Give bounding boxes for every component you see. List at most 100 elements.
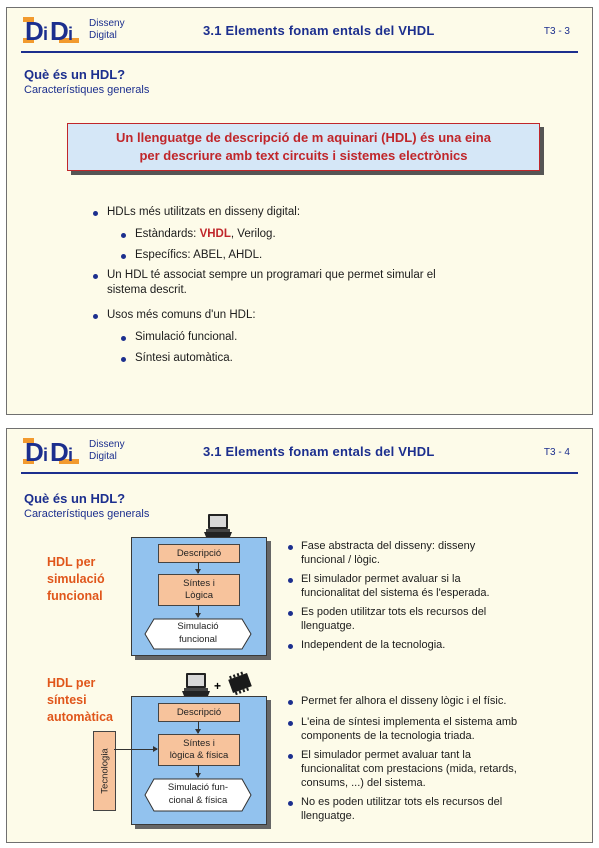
bullet-dot-icon <box>121 336 126 341</box>
bullet-line: Fase abstracta del disseny: disseny <box>301 540 476 552</box>
bullet-line: Es poden utilitzar tots els recursos del <box>301 606 487 618</box>
label-line: HDL per <box>47 676 96 690</box>
bullet-line: sistema descrit. <box>107 284 187 296</box>
section-title: Què és un HDL? <box>24 67 126 82</box>
bullet-text: Es poden utilitzar tots els recursos del… <box>301 605 486 633</box>
computer-icon <box>182 673 210 696</box>
logo-text: Disseny Digital <box>89 18 125 42</box>
header-title: 3.1 Elements fonam entals del VHDL <box>203 23 435 38</box>
bullet-text: Usos més comuns d'un HDL: <box>107 309 256 321</box>
logo-line-2: Digital <box>89 451 117 462</box>
bullet-text: Síntesi automàtica. <box>135 352 233 364</box>
didi-logo-icon: D i D i <box>23 16 79 44</box>
plus-sign: + <box>214 679 222 693</box>
logo-line-2: Digital <box>89 30 117 41</box>
stage-line: Síntes i <box>183 578 215 589</box>
stage-line: Simulació fun- <box>167 782 229 793</box>
header-title: 3.1 Elements fonam entals del VHDL <box>203 444 435 459</box>
label-line: síntesi <box>47 693 87 707</box>
stage-logic-physical-synthesis: Síntes i lògica & física <box>158 734 240 766</box>
flow-arrow <box>195 605 201 618</box>
bullet-dot-icon <box>288 754 293 759</box>
bullet-line: L'eina de síntesi implementa el sistema … <box>301 716 518 728</box>
flow-arrow <box>195 721 201 734</box>
svg-text:i: i <box>68 24 73 44</box>
svg-text:D: D <box>25 437 44 465</box>
bullet-line: consums, ...) del sistema. <box>301 777 426 789</box>
technology-box: Tecnologia <box>93 731 116 811</box>
bullet-line: llenguatge. <box>301 620 355 632</box>
svg-text:D: D <box>25 16 44 44</box>
bullet-text-part: Estàndards: <box>135 228 200 240</box>
bullet-text: El simulador permet avaluar tant la funci… <box>301 748 517 790</box>
simulation-hexagon-text: Simulació funcional <box>144 620 252 648</box>
page-number: T3 - 4 <box>543 447 570 458</box>
svg-text:i: i <box>68 445 73 465</box>
slide-t3-4: D i D i Disseny Digital 3.1 Elements fon… <box>6 428 593 843</box>
label-hdl-simulation: HDL per simulació funcional <box>47 554 105 605</box>
stage-line: Síntes i <box>183 738 215 749</box>
simulation-hexagon <box>144 778 252 812</box>
label-line: automàtica <box>47 710 113 724</box>
stage-description: Descripció <box>158 703 240 722</box>
label-line: funcional <box>47 589 103 603</box>
logo-text: Disseny Digital <box>89 439 125 463</box>
stage-line: Simulació <box>177 621 219 632</box>
svg-text:D: D <box>50 437 69 465</box>
bullet-line: Un HDL té associat sempre un programari … <box>107 269 436 281</box>
bullet-dot-icon <box>288 700 293 705</box>
stage-logic-synthesis: Síntes i Lògica <box>158 574 240 606</box>
stage-line: funcional <box>178 634 218 645</box>
page-number: T3 - 3 <box>543 26 570 37</box>
section-subtitle: Característiques generals <box>24 84 150 96</box>
bullet-dot-icon <box>288 801 293 806</box>
stage-line: lògica & física <box>169 750 229 761</box>
technology-label: Tecnologia <box>99 748 110 794</box>
header-divider <box>21 472 578 474</box>
didi-logo-icon: D i D i <box>23 437 79 465</box>
flow-arrow <box>195 765 201 778</box>
bullet-line: funcionalitat com prestacions (mida, ret… <box>301 763 517 775</box>
bullet-line: funcionalitat del sistema és l'esperada. <box>301 587 490 599</box>
stage-description: Descripció <box>158 544 240 563</box>
synthesis-flow-panel: Descripció Síntes i lògica & física Simu… <box>131 696 267 825</box>
callout-line-2: per descriure amb text circuits i sistem… <box>139 148 468 163</box>
slide-header: D i D i Disseny Digital 3.1 Elements fon… <box>7 429 592 474</box>
bullet-text: Independent de la tecnologia. <box>301 639 446 651</box>
definition-callout: Un llenguatge de descripció de m aquinar… <box>67 123 540 171</box>
bullet-text: No es poden utilitzar tots els recursos … <box>301 795 502 823</box>
bullet-dot-icon <box>121 233 126 238</box>
bullet-text: Específics: ABEL, AHDL. <box>135 249 263 261</box>
bullet-line: llenguatge. <box>301 810 355 822</box>
section-title: Què és un HDL? <box>24 491 126 506</box>
bullet-line: El simulador permet avaluar si la <box>301 573 461 585</box>
stage-line: cional & física <box>168 795 228 806</box>
connector-line <box>114 749 138 750</box>
label-hdl-synthesis: HDL per síntesi automàtica <box>47 675 113 726</box>
bullet-text: El simulador permet avaluar si la funcion… <box>301 572 490 600</box>
logo-line-1: Disseny <box>89 18 125 29</box>
slide-header: D i D i Disseny Digital 3.1 Elements fon… <box>7 8 592 53</box>
bullet-dot-icon <box>93 314 98 319</box>
bullet-dot-icon <box>121 254 126 259</box>
simulation-flow-panel: Descripció Síntes i Lògica Simulació fun… <box>131 537 267 656</box>
bullet-text: Simulació funcional. <box>135 331 238 343</box>
bullet-dot-icon <box>288 721 293 726</box>
simulation-hexagon-text: Simulació fun- cional & física <box>144 781 252 809</box>
label-line: simulació <box>47 572 105 586</box>
flow-arrow <box>195 562 201 574</box>
computer-icon <box>204 514 232 537</box>
bullet-text: Un HDL té associat sempre un programari … <box>107 268 436 298</box>
bullet-line: No es poden utilitzar tots els recursos … <box>301 796 503 808</box>
bullet-line: components de la tecnologia triada. <box>301 730 475 742</box>
bullet-text: HDLs més utilitzats en disseny digital: <box>107 206 301 218</box>
bullet-line: El simulador permet avaluar tant la <box>301 749 471 761</box>
section-subtitle: Característiques generals <box>24 508 150 520</box>
chip-icon <box>228 671 252 696</box>
simulation-hexagon <box>144 618 252 650</box>
header-divider <box>21 51 578 53</box>
vhdl-highlight: VHDL <box>199 228 231 240</box>
bullet-text-part: , Verilog. <box>230 228 276 240</box>
bullet-dot-icon <box>93 211 98 216</box>
